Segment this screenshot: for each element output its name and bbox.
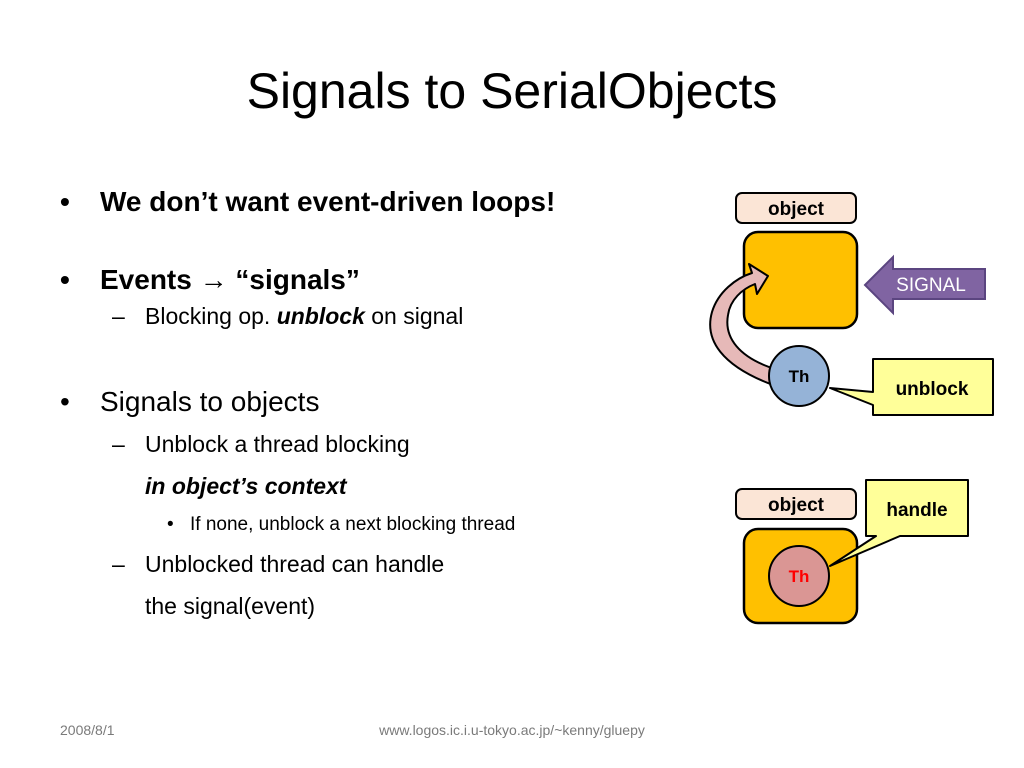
bottom-object-label-box [735,488,857,520]
unblock-callout-box [829,358,994,416]
signal-arrow-icon [863,254,986,316]
sub-bullet-blocking-op: – Blocking op. unblock on signal [60,296,700,336]
sub-bullet-unblocked-thread: – Unblocked thread can handle [60,544,700,584]
blocking-op-text: Blocking op. [145,303,271,329]
dash-marker: – [112,431,125,457]
dash-marker: – [112,551,125,577]
bullet-no-event-loops: We don’t want event-driven loops! [60,182,700,222]
unblock-thread-text: Unblock a thread blocking [145,431,410,457]
top-object-label: object [768,199,825,220]
top-thread-circle [768,345,830,407]
footer-date: 2008/8/1 [60,722,115,738]
handle-callout-label: handle [886,500,947,521]
bottom-object-label: object [768,495,825,516]
unblock-callout-label: unblock [896,379,969,400]
bullet-events-signals: Events → “signals” [60,260,700,300]
handle-signal-text: the signal(event) [145,593,316,619]
bottom-thread-circle [768,545,830,607]
bottom-thread-label: Th [789,567,810,586]
on-signal-text: on signal [371,303,464,329]
unblock-arrow-icon [709,263,779,386]
top-object-label-box [735,192,857,224]
bullet-signals-to-objects: Signals to objects [60,382,700,422]
footer-url: www.logos.ic.i.u-tokyo.ac.jp/~kenny/glue… [379,722,645,738]
unblock-emphasis: unblock [276,303,365,329]
slide-title: Signals to SerialObjects [246,63,778,119]
handle-callout-box [829,479,969,567]
sub-bullet-unblock-thread: – Unblock a thread blocking [60,424,700,464]
object-context-text: in object’s context [145,473,347,499]
signal-label: SIGNAL [896,275,966,296]
bullet-list: We don’t want event-driven loops! Events… [60,182,700,626]
sub-sub-bullet-if-none: If none, unblock a next blocking thread [60,506,700,544]
top-thread-label: Th [789,367,810,386]
dash-marker: – [112,303,125,329]
unblocked-thread-text: Unblocked thread can handle [145,551,445,577]
